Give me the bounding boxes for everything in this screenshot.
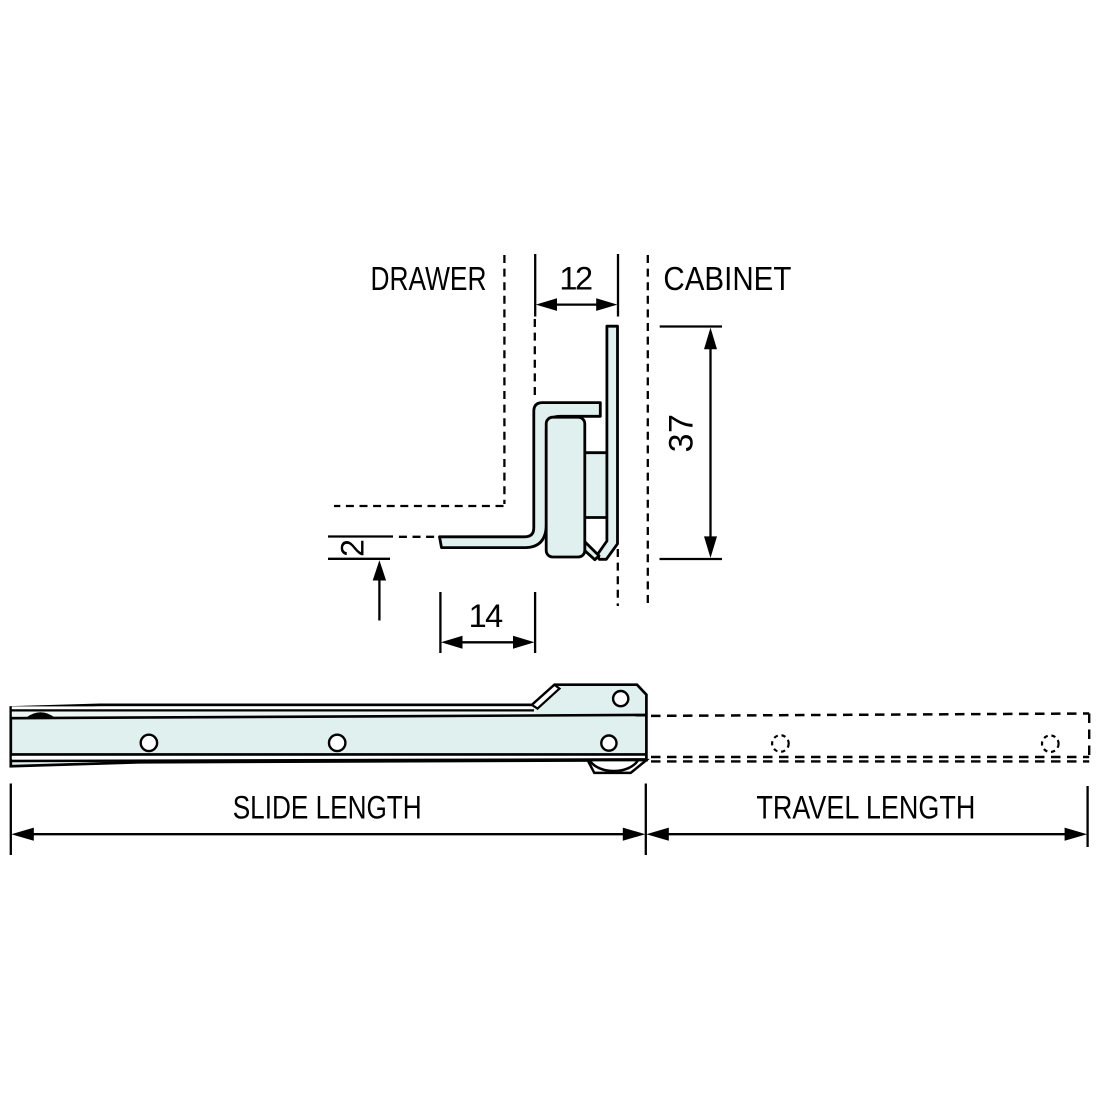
svg-text:DRAWER: DRAWER	[371, 261, 487, 298]
svg-text:37: 37	[663, 414, 701, 453]
svg-text:TRAVEL LENGTH: TRAVEL LENGTH	[756, 789, 975, 825]
svg-text:2: 2	[334, 539, 370, 557]
svg-text:12: 12	[559, 261, 592, 297]
svg-text:CABINET: CABINET	[663, 261, 791, 298]
svg-text:14: 14	[469, 598, 504, 634]
svg-text:SLIDE LENGTH: SLIDE LENGTH	[233, 789, 422, 825]
